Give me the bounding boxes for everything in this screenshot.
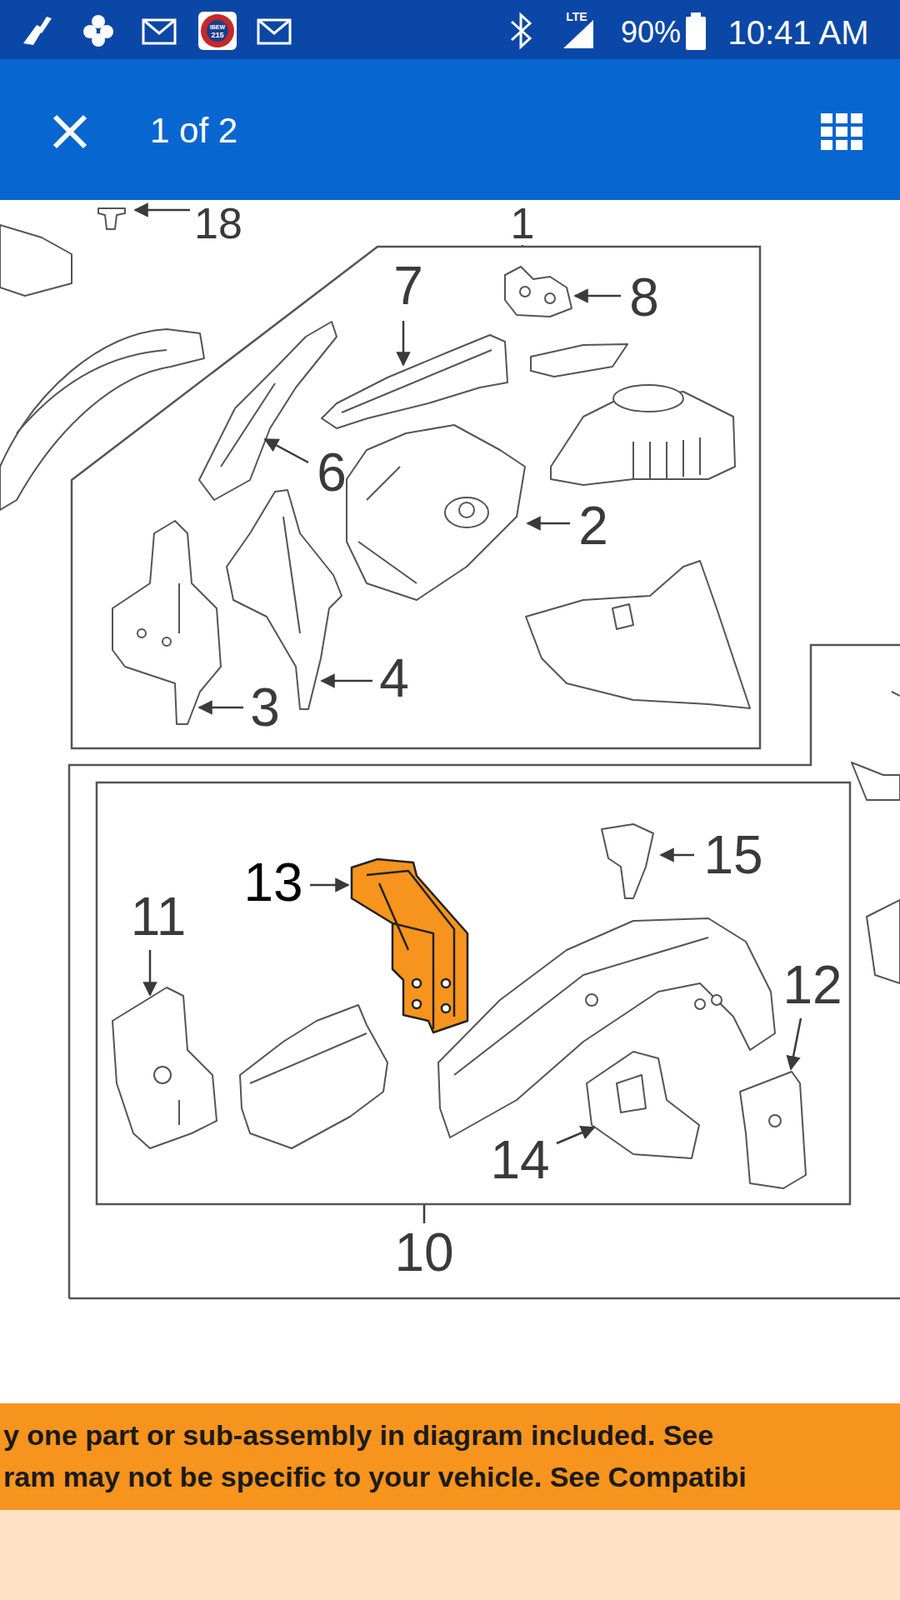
page-ground xyxy=(0,1510,900,1600)
app-icon-text: 215 xyxy=(210,31,224,40)
callout-number: 3 xyxy=(250,680,280,735)
app-bar xyxy=(0,59,900,200)
notice-banner xyxy=(0,1403,900,1510)
clock: 10:41 AM xyxy=(727,15,869,50)
callout-number: 11 xyxy=(130,890,186,944)
callout-number: 6 xyxy=(316,445,347,500)
notice-text: ram may not be specific to your vehicle.… xyxy=(3,1462,747,1491)
callout-number: 12 xyxy=(782,958,842,1012)
callout-number: 4 xyxy=(379,651,410,705)
callout-number: 15 xyxy=(703,828,763,882)
callout-number: 14 xyxy=(490,1133,550,1187)
callout-number: 7 xyxy=(393,259,424,313)
callout-number: 2 xyxy=(578,499,609,553)
network-type: LTE xyxy=(565,10,587,23)
highlighted-part xyxy=(351,859,468,1033)
notice-text: y one part or sub-assembly in diagram in… xyxy=(3,1420,714,1450)
group-number: 1 xyxy=(510,201,535,245)
group-number: 10 xyxy=(394,1225,454,1280)
page-counter: 1 of 2 xyxy=(150,113,238,149)
callout-number: 18 xyxy=(194,201,243,245)
callout-number: 8 xyxy=(629,270,660,325)
app-icon-text: IBEW xyxy=(210,24,225,30)
callout-number: 13 xyxy=(243,855,303,910)
leader-lines xyxy=(135,210,801,1224)
battery-level: 90% xyxy=(620,17,681,48)
